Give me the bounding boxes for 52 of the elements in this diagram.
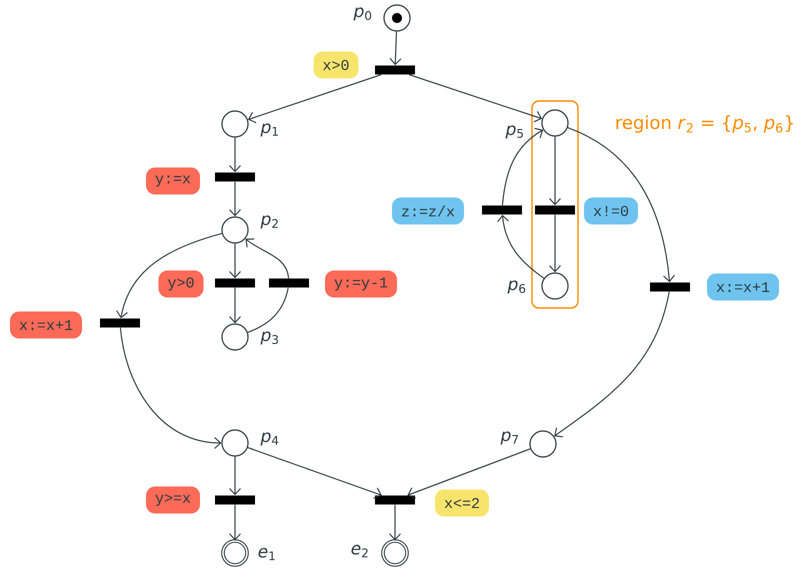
transition-bar: [482, 206, 522, 214]
region-label: region r$_{2}$ = {p$_{5}$, p$_{6}$}: [616, 115, 793, 133]
place-label: p$_{4}$: [260, 432, 278, 446]
arrow: [549, 136, 561, 206]
place-label: p$_{5}$: [506, 125, 523, 139]
place-label: p$_{0}$: [354, 7, 372, 21]
guard-label: y>0: [158, 270, 204, 298]
arrow: [549, 214, 561, 272]
transition-bar: [650, 282, 690, 292]
arrow: [120, 328, 222, 449]
guard-label: y>=x: [146, 486, 200, 514]
arrow: [390, 32, 402, 66]
arrow: [407, 448, 530, 499]
arrow: [229, 244, 241, 278]
transition-bar: [215, 496, 255, 504]
guard-label: x<=2: [435, 490, 489, 516]
transition-bar: [375, 66, 415, 74]
place-label: p$_{2}$: [260, 215, 278, 229]
arrow: [502, 128, 544, 206]
arrow: [229, 504, 241, 540]
arrow: [229, 288, 241, 324]
place-label: p$_{3}$: [260, 331, 278, 345]
arrow: [389, 504, 401, 540]
transition-bar: [269, 278, 309, 288]
guard-label: y:=x: [146, 168, 200, 194]
arrow: [248, 447, 382, 499]
arrow: [116, 233, 222, 318]
arrow: [497, 214, 544, 279]
arrow: [568, 127, 675, 282]
place-label: p$_{1}$: [260, 123, 278, 137]
transition-bar: [100, 318, 140, 328]
place-label: e$_{1}$: [258, 548, 275, 560]
place-label: p$_{6}$: [508, 280, 526, 294]
place-label: e$_{2}$: [352, 544, 368, 558]
arrow: [248, 74, 382, 124]
transition-bar: [535, 206, 575, 214]
guard-label: y:=y-1: [325, 270, 397, 298]
guard-label: z:=z/x: [392, 198, 464, 224]
arrow: [229, 182, 241, 216]
transition-bar: [215, 278, 255, 288]
transition-bar: [375, 496, 415, 504]
guard-label: x!=0: [584, 198, 638, 224]
guard-label: x:=x+1: [707, 274, 779, 300]
transition-bar: [215, 172, 255, 182]
guard-label: x>0: [314, 52, 358, 78]
arrow: [245, 238, 290, 278]
place-label: p$_{7}$: [500, 431, 518, 445]
arrow: [229, 456, 241, 496]
arrow: [409, 74, 542, 122]
guard-label: x:=x+1: [10, 312, 82, 338]
arrow: [554, 292, 670, 438]
arrow: [229, 138, 241, 172]
